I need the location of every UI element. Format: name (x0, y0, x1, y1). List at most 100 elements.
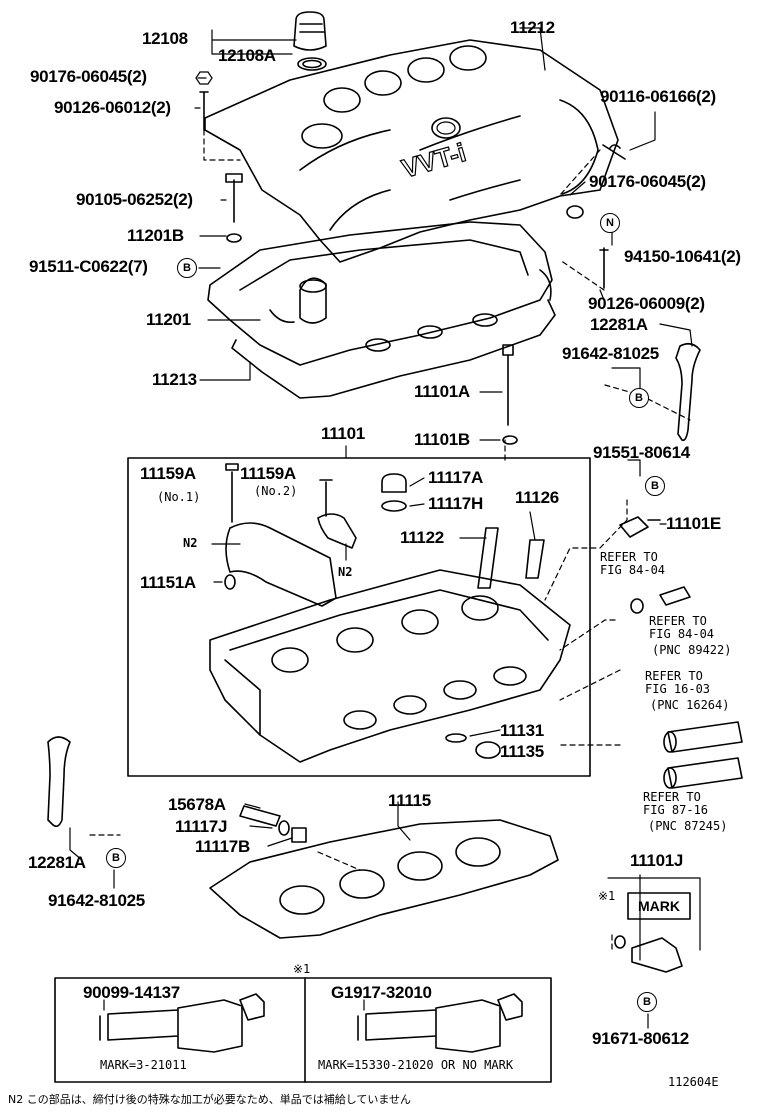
washer-11101B (502, 435, 518, 445)
label-11213: 11213 (152, 370, 197, 389)
label-11159A-no2: 11159A (240, 464, 296, 483)
label-11159A-no1: 11159A (140, 464, 196, 483)
mark-box-label: MARK (638, 898, 680, 914)
sensor-11101E (619, 516, 661, 538)
label-90105-06252: 90105-06252(2) (76, 190, 193, 209)
refer3-line2: FIG 16-03 (645, 682, 711, 696)
badge-b-91551: B (645, 476, 665, 496)
label-11135: 11135 (500, 742, 544, 761)
refer2-line2: FIG 84-04 (649, 627, 715, 641)
bolt-90116 (602, 144, 626, 160)
oil-control-valve (614, 935, 683, 973)
refer3-line1: REFER TO (645, 669, 703, 683)
ocv-variant-a (99, 993, 265, 1053)
label-12108: 12108 (142, 29, 188, 48)
label-11117B: 11117B (195, 837, 250, 856)
nut-icon (195, 71, 213, 85)
bolt-90105 (225, 173, 243, 223)
gasket-11117J (278, 820, 290, 836)
no2-note: (No.2) (254, 484, 298, 498)
pin-11122 (477, 527, 499, 589)
badge-b-91642-top: B (629, 388, 649, 408)
n2-right: N2 (338, 565, 353, 579)
refer2-line1: REFER TO (649, 614, 707, 628)
label-94150-10641: 94150-10641(2) (624, 247, 741, 266)
label-15678A: 15678A (168, 795, 226, 814)
mark-variant-b: MARK=15330-21020 OR NO MARK (318, 1058, 514, 1072)
label-12281A-top: 12281A (590, 315, 648, 334)
label-11117A: 11117A (428, 468, 483, 487)
pin-11126 (525, 539, 545, 579)
seal-11135 (475, 741, 501, 759)
label-11101A: 11101A (414, 382, 470, 401)
refer3-line3: (PNC 16264) (650, 698, 730, 712)
badge-b-91511: B (177, 258, 197, 278)
label-11101E: 11101E (666, 514, 721, 533)
label-11101: 11101 (321, 424, 365, 443)
camshaft-bearing-cap-2 (317, 479, 357, 549)
label-91642-81025-bottom: 91642-81025 (48, 891, 145, 910)
ring-11151A (224, 574, 236, 590)
label-91642-81025-top: 91642-81025 (562, 344, 659, 363)
label-90126-06009: 90126-06009(2) (588, 294, 705, 313)
camshaft-bearing-cap-1 (225, 463, 337, 607)
refer4-line2: FIG 87-16 (643, 803, 709, 817)
cylinder-head-cover (204, 39, 619, 263)
label-90099-14137: 90099-14137 (83, 983, 180, 1002)
mark-variant-a: MARK=3-21011 (100, 1058, 187, 1072)
ocv-variant-b (357, 993, 523, 1053)
label-11201B: 11201B (127, 226, 184, 245)
engine-hanger-bottom (47, 736, 71, 828)
label-11126: 11126 (515, 488, 559, 507)
seal-11131 (445, 733, 467, 743)
label-12108A: 12108A (218, 46, 276, 65)
head-cover-lower (207, 221, 553, 366)
hose-refer-16-03 (663, 721, 743, 753)
head-cover-gasket (231, 299, 556, 399)
gasket-11117H (381, 500, 407, 512)
label-91511-C0622: 91511-C0622(7) (29, 257, 148, 276)
label-12281A-bottom: 12281A (28, 853, 86, 872)
refer1-line2: FIG 84-04 (600, 563, 666, 577)
hose-refer-87-16 (663, 757, 743, 789)
n2-left: N2 (183, 536, 198, 550)
refer2-line3: (PNC 89422) (652, 643, 732, 657)
label-11101J: 11101J (630, 851, 684, 870)
refer1-line1: REFER TO (600, 550, 658, 564)
washer-11201B (226, 233, 242, 243)
mark-label-box (627, 892, 691, 920)
label-G1917-32010: G1917-32010 (331, 983, 432, 1002)
label-11212: 11212 (510, 18, 555, 37)
union-15678A (239, 805, 281, 827)
label-11101B: 11101B (414, 430, 470, 449)
refer4-line3: (PNC 87245) (648, 819, 728, 833)
label-90176-06045-right: 90176-06045(2) (589, 172, 706, 191)
label-91551-80614: 91551-80614 (593, 443, 690, 462)
plug-11117A (381, 473, 407, 493)
badge-n-94150: N (600, 213, 620, 233)
oil-filler-cap (293, 11, 327, 71)
label-11131: 11131 (500, 721, 544, 740)
figure-code: 112604E (668, 1075, 719, 1089)
badge-b-91671: B (637, 992, 657, 1012)
variant-box (54, 977, 552, 1083)
label-11117H: 11117H (428, 494, 483, 513)
plug-refer-84-04 (630, 586, 691, 614)
cylinder-head-box (127, 457, 591, 777)
engine-hanger-top (675, 342, 701, 442)
label-11122: 11122 (400, 528, 444, 547)
label-11151A: 11151A (140, 573, 196, 592)
label-90126-06012: 90126-06012(2) (54, 98, 171, 117)
head-gasket (209, 819, 559, 939)
stud-bolt-left (199, 91, 209, 131)
label-90176-06045-top: 90176-06045(2) (30, 67, 147, 86)
refer4-line1: REFER TO (643, 790, 701, 804)
no1-note: (No.1) (157, 490, 201, 504)
vvti-logo-text: VVT-i (398, 137, 469, 184)
label-11117J: 11117J (175, 817, 228, 836)
label-90116-06166: 90116-06166(2) (600, 87, 716, 106)
label-11115: 11115 (388, 791, 431, 810)
cylinder-head (209, 569, 571, 763)
ref-mark-side: ※1 (598, 889, 616, 903)
